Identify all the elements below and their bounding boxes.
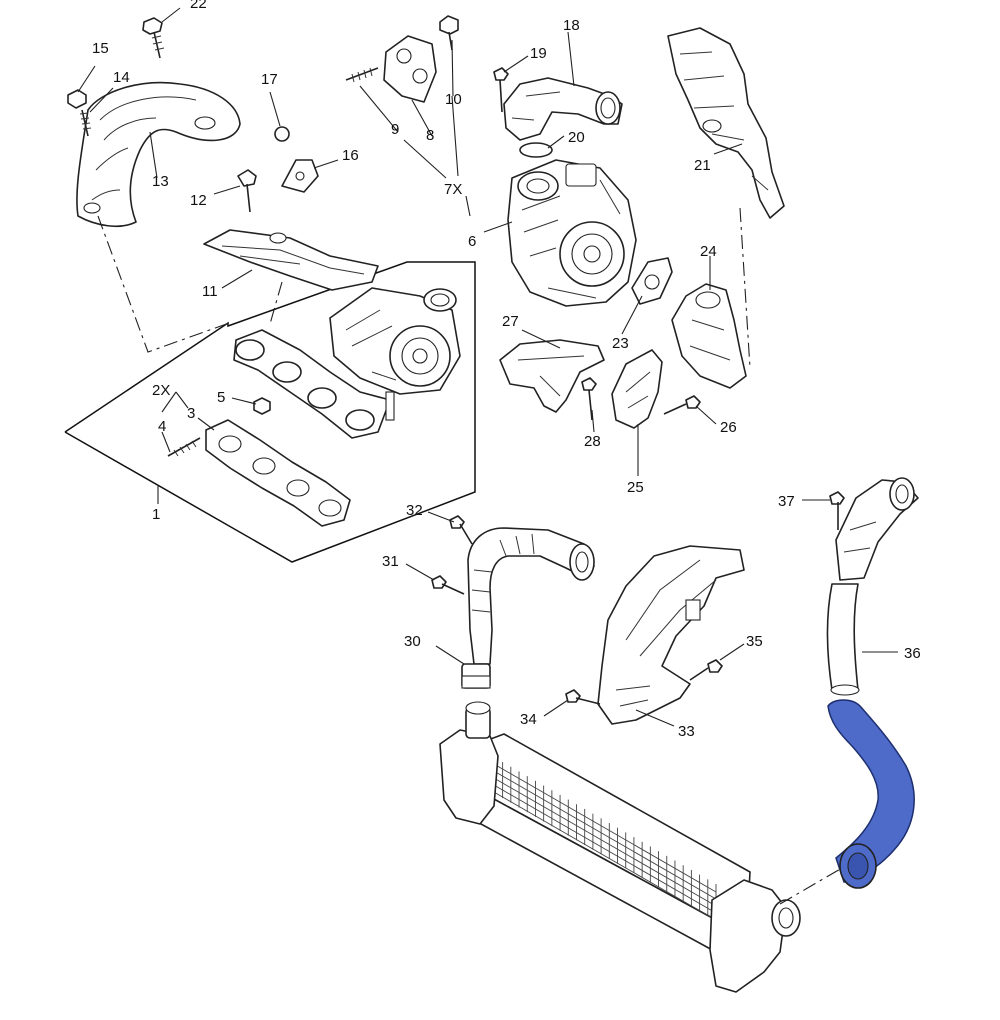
seal-ring-part-20: [519, 142, 553, 158]
intercooler: [439, 701, 801, 993]
bolt-part-31: [431, 575, 465, 595]
bolt-part-19: [493, 67, 509, 113]
callout-16: 16: [342, 147, 359, 164]
bolt-part-35: [689, 659, 723, 681]
stud-part-14: [79, 109, 92, 137]
callout-33: 33: [678, 723, 695, 740]
gasket-part-23: [631, 257, 673, 305]
stud-part-4: [167, 437, 201, 457]
callout-labels: 15 14 13 22 17 16 12 11 9 8 10 7X 6 18 1…: [92, 0, 921, 740]
outlet-pipe-part-18: [503, 77, 623, 141]
bolt-part-28: [581, 377, 597, 421]
gasket-part-8: [383, 35, 437, 103]
heat-shield-part-21: [667, 27, 785, 219]
callout-22: 22: [190, 0, 207, 12]
callout-11: 11: [202, 283, 218, 300]
callout-26: 26: [720, 419, 737, 436]
heat-shield-part-11: [203, 229, 379, 291]
heat-shield-part-24: [671, 283, 747, 389]
callout-30: 30: [404, 633, 421, 650]
callout-23: 23: [612, 335, 629, 352]
callout-8: 8: [426, 127, 434, 144]
callout-18: 18: [563, 17, 580, 34]
heat-shield-part-13: [76, 81, 241, 228]
callout-37: 37: [778, 493, 795, 510]
nut-part-15: [67, 89, 87, 109]
callout-36: 36: [904, 645, 921, 662]
leader-lines: [77, 7, 898, 905]
fin-row: [479, 769, 717, 907]
bolt-part-34: [565, 689, 601, 705]
callout-9: 9: [391, 121, 399, 138]
callout-7x: 7X: [444, 181, 462, 198]
bracket-part-25: [611, 349, 663, 429]
callout-21: 21: [694, 157, 711, 174]
intercooler-core-fins: [477, 748, 717, 921]
callout-25: 25: [627, 479, 644, 496]
bolt-part-32: [449, 515, 473, 545]
hose-part-36: [826, 477, 919, 696]
callout-6: 6: [468, 233, 476, 250]
manifold-gasket-part-3: [205, 419, 351, 527]
exhaust-manifold-turbo-assembly: [233, 287, 461, 439]
callout-19: 19: [530, 45, 547, 62]
fin-row: [479, 755, 717, 893]
bracket-part-27: [499, 339, 605, 413]
callout-13: 13: [152, 173, 169, 190]
callout-35: 35: [746, 633, 763, 650]
callout-27: 27: [502, 313, 519, 330]
bolt-part-17: [274, 126, 290, 142]
intake-hose-part-30: [461, 527, 595, 689]
callout-34: 34: [520, 711, 537, 728]
bolt-part-12: [237, 169, 257, 213]
callout-4: 4: [158, 418, 166, 435]
callout-3: 3: [187, 405, 195, 422]
fin-row: [479, 783, 717, 921]
callout-24: 24: [700, 243, 717, 260]
callout-20: 20: [568, 129, 585, 146]
bolt-part-26: [663, 395, 701, 415]
callout-1: 1: [152, 506, 160, 523]
callout-14: 14: [113, 69, 130, 86]
bolt-part-22: [142, 17, 165, 59]
nut-part-10: [439, 15, 459, 51]
callout-17: 17: [261, 71, 278, 88]
air-duct-part-33: [597, 545, 745, 725]
callout-15: 15: [92, 40, 109, 57]
callout-5: 5: [217, 389, 225, 406]
callout-32: 32: [406, 502, 423, 519]
turbocharger-part-6: [507, 159, 637, 307]
callout-28: 28: [584, 433, 601, 450]
fin-row: [479, 776, 717, 914]
bolt-part-37: [829, 491, 845, 530]
stud-part-9: [345, 67, 379, 83]
callout-12: 12: [190, 192, 207, 209]
fin-row: [479, 762, 717, 900]
callout-10: 10: [445, 91, 462, 108]
nut-part-5: [253, 397, 271, 415]
callout-31: 31: [382, 553, 399, 570]
callout-2x: 2X: [152, 382, 170, 399]
